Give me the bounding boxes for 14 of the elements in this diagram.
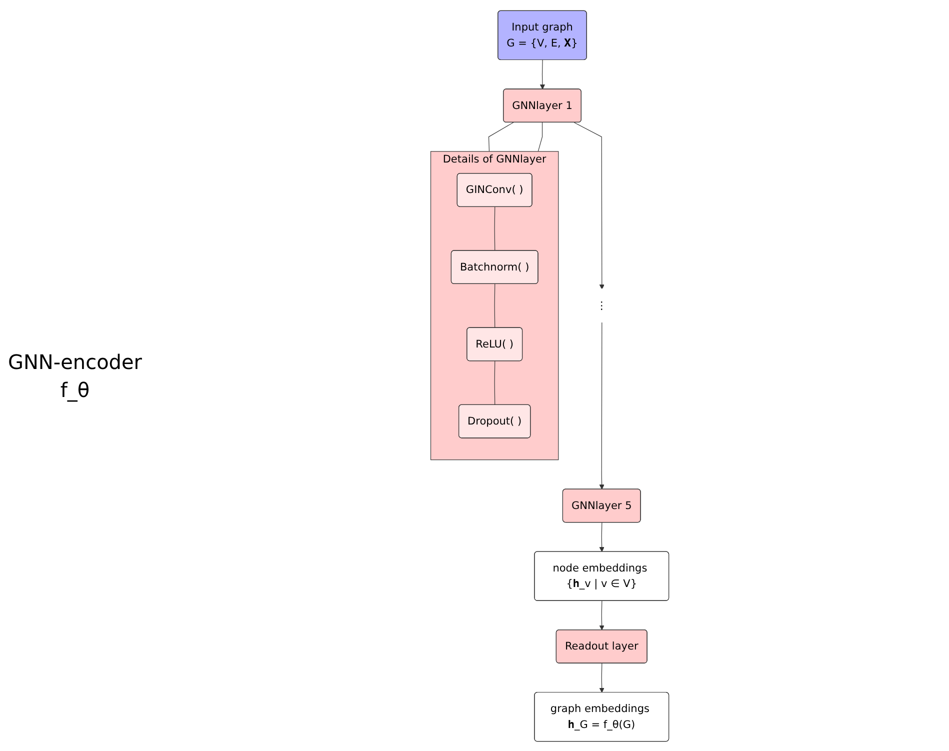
connector [488, 121, 514, 152]
connector [494, 360, 495, 405]
encoder-label: f_θ [59, 378, 91, 402]
arrow [574, 122, 604, 289]
connector [538, 121, 542, 152]
arrow [598, 322, 604, 490]
arrow [598, 522, 604, 552]
connector [494, 206, 495, 251]
arrow [598, 600, 604, 630]
arrow [540, 59, 545, 89]
encoder-label: GNN-encoder [6, 350, 144, 374]
connector [494, 283, 495, 328]
node-text: ⋮ [596, 298, 607, 312]
arrow [598, 662, 604, 692]
